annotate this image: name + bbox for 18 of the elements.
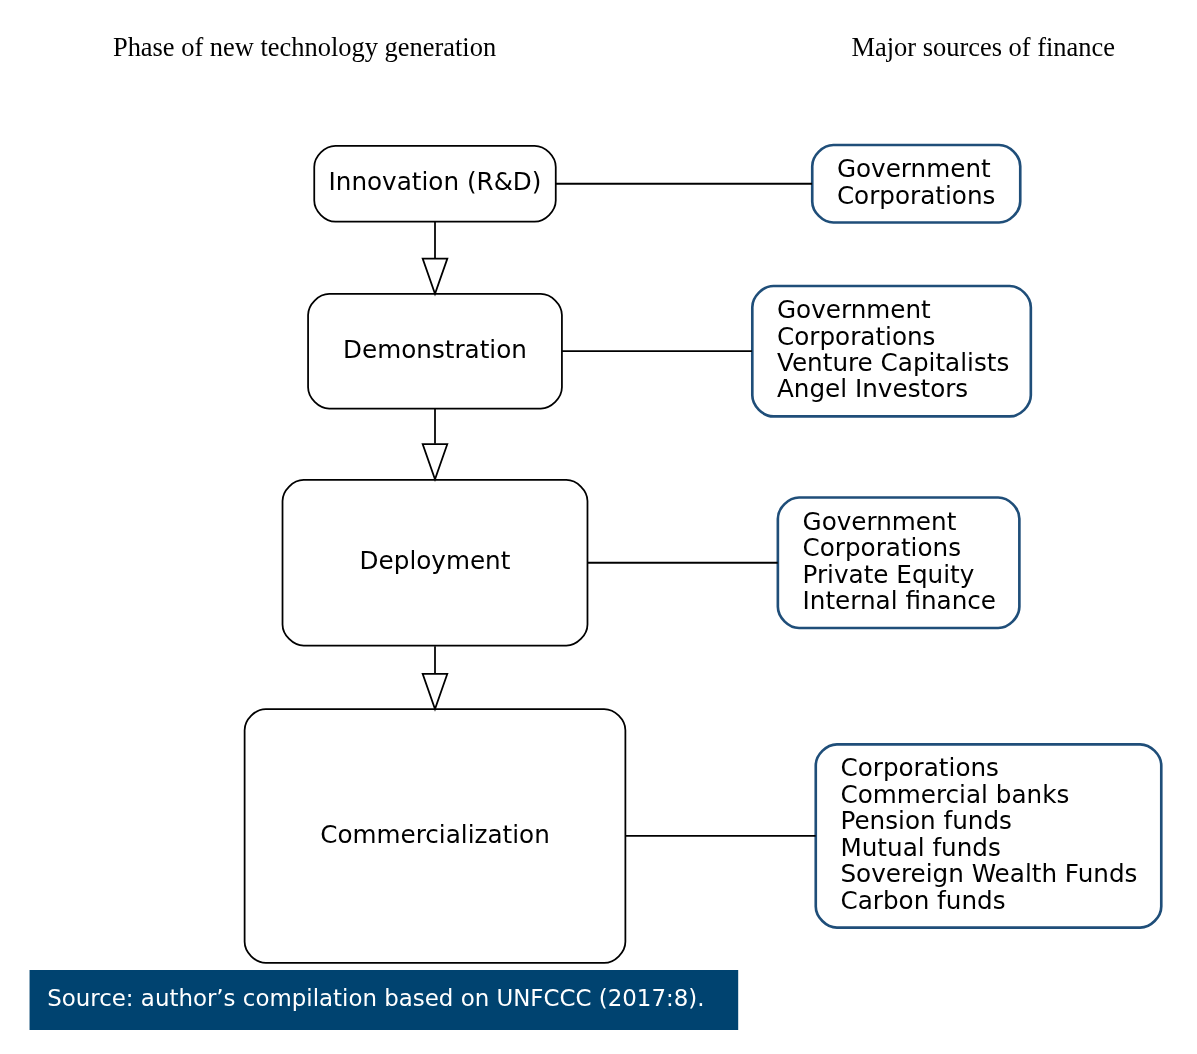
arrow xyxy=(421,407,449,482)
caption: Source: author’s compilation based on UNFCCC (2017:8). xyxy=(47,984,705,1011)
node-box: Demonstration xyxy=(307,292,563,409)
arrow xyxy=(421,644,449,712)
connector xyxy=(561,349,753,352)
node-box: Corporations Commercial banks Pension funds Mutual funds Sovereign Wealth Funds Carbon funds xyxy=(814,742,1163,929)
node-box: Commercialization xyxy=(243,707,627,964)
connector xyxy=(624,834,817,837)
node-box: Government Corporations Private Equity Internal finance xyxy=(776,495,1021,629)
label: Major sources of finance xyxy=(851,31,1115,62)
label: Phase of new technology generation xyxy=(112,31,497,62)
node-box: Innovation (R&D) xyxy=(313,144,557,223)
node-box: Government Corporations xyxy=(810,143,1022,224)
arrow xyxy=(421,220,449,296)
node-box: Government Corporations Venture Capitalists Angel Investors xyxy=(750,284,1033,418)
connector xyxy=(586,561,779,564)
connector xyxy=(554,182,813,185)
node-box: Deployment xyxy=(281,478,589,646)
